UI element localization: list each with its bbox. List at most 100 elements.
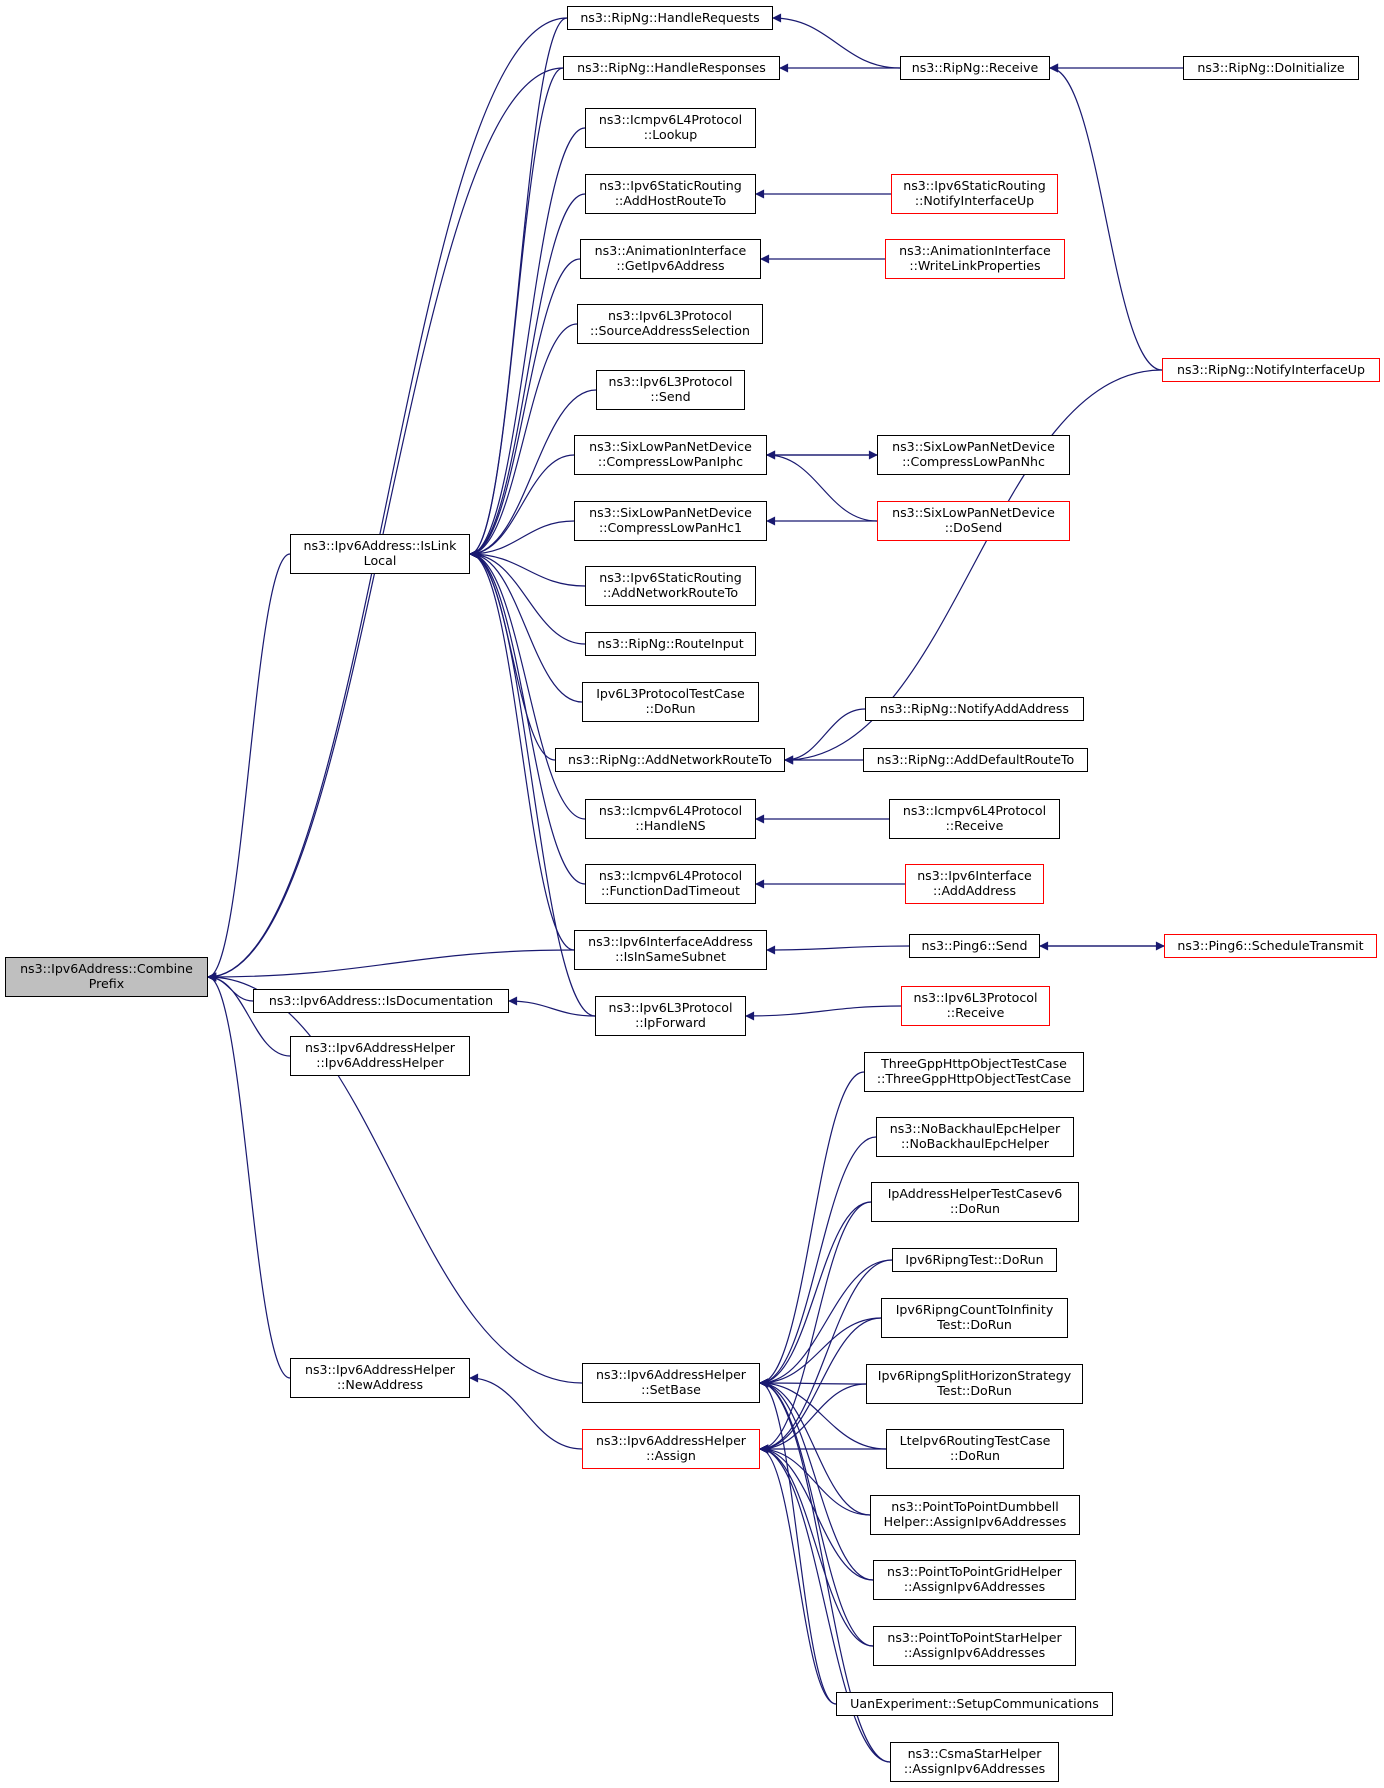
edge-ripnotifyup-to-ripaddnet: [784, 369, 1163, 765]
node-addhost[interactable]: ns3::Ipv6StaticRouting::AddHostRouteTo: [585, 174, 756, 214]
node-label: ns3::AnimationInterface: [899, 243, 1051, 259]
node-ripnotifyup[interactable]: ns3::RipNg::NotifyInterfaceUp: [1162, 358, 1380, 382]
node-ripreceive[interactable]: ns3::RipNg::Receive: [900, 56, 1050, 80]
node-label: ::DoRun: [949, 1201, 1001, 1216]
node-assign[interactable]: ns3::Ipv6AddressHelper::Assign: [582, 1429, 760, 1469]
edge-uan-to-setbase: [759, 1378, 837, 1705]
node-handlereq[interactable]: ns3::RipNg::HandleRequests: [567, 6, 773, 30]
node-label: Local: [363, 553, 397, 568]
node-label: ::Receive: [946, 1005, 1005, 1020]
node-label: ns3::Ipv6StaticRouting: [903, 178, 1046, 194]
edge-http-to-setbase: [759, 1071, 865, 1388]
node-label: ::CompressLowPanIphc: [597, 454, 744, 469]
node-ipaddrtest[interactable]: IpAddressHelperTestCasev6::DoRun: [871, 1182, 1079, 1222]
node-samesubnet[interactable]: ns3::Ipv6InterfaceAddress::IsInSameSubne…: [574, 930, 767, 970]
edge-ipaddrtest-to-setbase: [759, 1201, 872, 1388]
edge-l3send-to-islinklocal: [469, 389, 597, 559]
node-iphc[interactable]: ns3::SixLowPanNetDevice::CompressLowPanI…: [574, 435, 767, 475]
node-animget[interactable]: ns3::AnimationInterface::GetIpv6Address: [580, 239, 761, 279]
node-l3recv[interactable]: ns3::Ipv6L3Protocol::Receive: [901, 986, 1050, 1026]
node-label: Test::DoRun: [937, 1383, 1012, 1398]
node-label: ns3::Ipv6L3Protocol: [608, 308, 732, 324]
node-label: ::CompressLowPanHc1: [599, 520, 742, 535]
node-uan[interactable]: UanExperiment::SetupCommunications: [836, 1692, 1113, 1716]
node-label: ::ThreeGppHttpObjectTestCase: [876, 1071, 1072, 1086]
node-label: ns3::Ipv6StaticRouting: [599, 178, 742, 194]
node-ripaddnet[interactable]: ns3::RipNg::AddNetworkRouteTo: [555, 748, 785, 772]
node-notifyaddaddr[interactable]: ns3::RipNg::NotifyAddAddress: [865, 697, 1084, 721]
node-handleresp[interactable]: ns3::RipNg::HandleResponses: [563, 56, 780, 80]
node-ifaceadd[interactable]: ns3::Ipv6Interface::AddAddress: [905, 864, 1044, 904]
edge-grid-to-setbase: [759, 1378, 874, 1581]
node-label: ns3::Ipv6AddressHelper: [304, 1362, 455, 1378]
node-srcsel[interactable]: ns3::Ipv6L3Protocol::SourceAddressSelect…: [577, 304, 763, 344]
node-ping6send[interactable]: ns3::Ping6::Send: [909, 934, 1040, 958]
node-http[interactable]: ThreeGppHttpObjectTestCase::ThreeGppHttp…: [864, 1052, 1084, 1092]
node-label: ::HandleNS: [635, 818, 706, 833]
edge-addnet-to-islinklocal: [469, 549, 586, 587]
node-addnet[interactable]: ns3::Ipv6StaticRouting::AddNetworkRouteT…: [585, 566, 756, 606]
node-hc1[interactable]: ns3::SixLowPanNetDevice::CompressLowPanH…: [574, 501, 767, 541]
node-label: ::Assign: [646, 1448, 696, 1463]
node-label: ::DoRun: [949, 1448, 1001, 1463]
node-lterouting[interactable]: LteIpv6RoutingTestCase::DoRun: [886, 1429, 1064, 1469]
node-nobackhaul[interactable]: ns3::NoBackhaulEpcHelper::NoBackhaulEpcH…: [876, 1117, 1074, 1157]
node-label: ::IsInSameSubnet: [615, 949, 726, 964]
node-doinit[interactable]: ns3::RipNg::DoInitialize: [1183, 56, 1359, 80]
node-routeinput[interactable]: ns3::RipNg::RouteInput: [585, 632, 756, 656]
node-handlens[interactable]: ns3::Icmpv6L4Protocol::HandleNS: [585, 799, 756, 839]
node-label: ::Send: [650, 389, 691, 404]
node-label: ns3::Ipv6AddressHelper: [595, 1367, 746, 1383]
node-csmastar[interactable]: ns3::CsmaStarHelper::AssignIpv6Addresses: [890, 1742, 1059, 1782]
node-label: ::AddHostRouteTo: [614, 193, 727, 208]
node-newaddr[interactable]: ns3::Ipv6AddressHelper::NewAddress: [290, 1358, 470, 1398]
node-label: ::AssignIpv6Addresses: [903, 1579, 1046, 1594]
edge-countinf-to-assign: [759, 1317, 882, 1454]
node-label: ns3::PointToPointDumbbell: [891, 1499, 1059, 1515]
node-label: Test::DoRun: [937, 1317, 1012, 1332]
node-label: ns3::Ping6::Send: [921, 937, 1028, 953]
node-writelink[interactable]: ns3::AnimationInterface::WriteLinkProper…: [885, 239, 1065, 279]
node-star[interactable]: ns3::PointToPointStarHelper::AssignIpv6A…: [873, 1626, 1076, 1666]
node-icmprecv[interactable]: ns3::Icmpv6L4Protocol::Receive: [889, 799, 1060, 839]
node-schedtx[interactable]: ns3::Ping6::ScheduleTransmit: [1164, 934, 1377, 958]
node-dosend[interactable]: ns3::SixLowPanNetDevice::DoSend: [877, 501, 1070, 541]
node-l3send[interactable]: ns3::Ipv6L3Protocol::Send: [596, 370, 745, 410]
node-label: ::DoSend: [944, 520, 1003, 535]
edge-splithz-to-setbase: [759, 1378, 867, 1388]
node-setbase[interactable]: ns3::Ipv6AddressHelper::SetBase: [582, 1363, 760, 1403]
edge-iphc-to-islinklocal: [469, 454, 575, 559]
node-label: ::AddNetworkRouteTo: [602, 585, 739, 600]
node-notifyup_static[interactable]: ns3::Ipv6StaticRouting::NotifyInterfaceU…: [891, 174, 1058, 214]
node-ipforward[interactable]: ns3::Ipv6L3Protocol::IpForward: [595, 996, 746, 1036]
node-ripngtest[interactable]: Ipv6RipngTest::DoRun: [892, 1248, 1057, 1272]
node-label: ns3::SixLowPanNetDevice: [589, 439, 752, 455]
node-label: ns3::Ipv6AddressHelper: [304, 1040, 455, 1056]
node-adddefault[interactable]: ns3::RipNg::AddDefaultRouteTo: [863, 748, 1088, 772]
node-label: ns3::Ipv6Interface: [917, 868, 1032, 884]
edge-ping6send-to-samesubnet: [766, 945, 910, 955]
node-daddtimeout[interactable]: ns3::Icmpv6L4Protocol::FunctionDadTimeou…: [585, 864, 756, 904]
node-label: ns3::AnimationInterface: [594, 243, 747, 259]
node-label: ns3::SixLowPanNetDevice: [589, 505, 752, 521]
node-isdoc[interactable]: ns3::Ipv6Address::IsDocumentation: [253, 989, 509, 1013]
node-label: ThreeGppHttpObjectTestCase: [881, 1056, 1067, 1072]
node-label: ::Receive: [945, 818, 1004, 833]
node-label: ns3::Icmpv6L4Protocol: [598, 112, 743, 128]
node-label: ns3::Ipv6L3Protocol: [913, 990, 1038, 1006]
edge-splithz-to-assign: [759, 1383, 867, 1454]
node-grid[interactable]: ns3::PointToPointGridHelper::AssignIpv6A…: [873, 1560, 1076, 1600]
edge-ipforward-to-islinklocal: [469, 549, 596, 1017]
node-label: ::IpForward: [635, 1015, 706, 1030]
node-label: ns3::Ping6::ScheduleTransmit: [1177, 937, 1364, 953]
node-l3testrun[interactable]: Ipv6L3ProtocolTestCase::DoRun: [582, 682, 759, 722]
edge-uan-to-assign: [759, 1444, 837, 1705]
node-icmplookup[interactable]: ns3::Icmpv6L4Protocol::Lookup: [585, 108, 756, 148]
node-helperctor[interactable]: ns3::Ipv6AddressHelper::Ipv6AddressHelpe…: [290, 1036, 470, 1076]
node-nhc[interactable]: ns3::SixLowPanNetDevice::CompressLowPanN…: [877, 435, 1070, 475]
